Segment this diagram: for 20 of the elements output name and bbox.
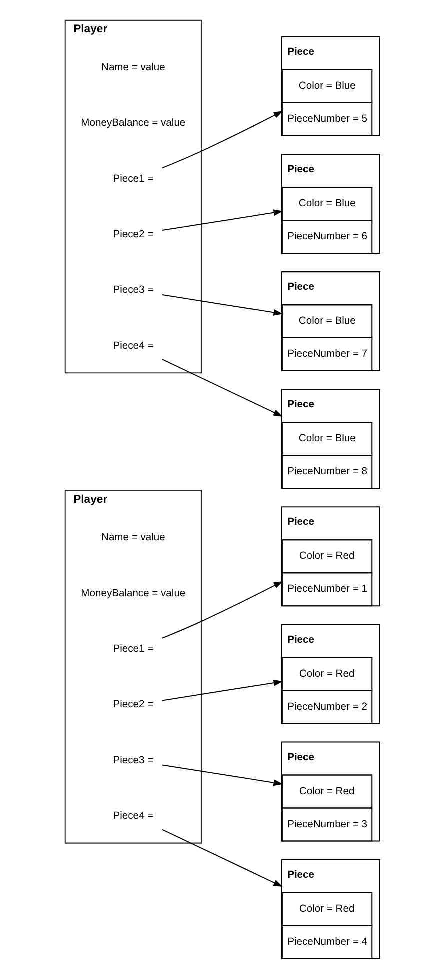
arrow bbox=[162, 829, 282, 888]
arrow bbox=[162, 581, 283, 639]
node-text: MoneyBalance = value bbox=[80, 118, 186, 130]
arrow bbox=[162, 359, 282, 417]
arrow bbox=[162, 111, 283, 169]
node-text: MoneyBalance = value bbox=[80, 588, 186, 600]
node-text: Piece3 = bbox=[112, 755, 154, 766]
node-text: Piece4 = bbox=[112, 811, 154, 822]
node-text: Piece4 = bbox=[112, 340, 154, 352]
node-text: Piece2 = bbox=[112, 230, 154, 241]
arrow bbox=[162, 294, 283, 316]
node-text: Piece2 = bbox=[112, 700, 154, 711]
arrow bbox=[162, 210, 283, 231]
node-text: Piece1 = bbox=[112, 644, 154, 656]
arrow bbox=[162, 764, 283, 786]
node-text: Name = value bbox=[101, 62, 165, 74]
node-text: Piece3 = bbox=[112, 285, 154, 296]
arrow bbox=[162, 680, 283, 702]
node-text: Piece1 = bbox=[112, 174, 154, 185]
node-text: Name = value bbox=[101, 532, 165, 544]
